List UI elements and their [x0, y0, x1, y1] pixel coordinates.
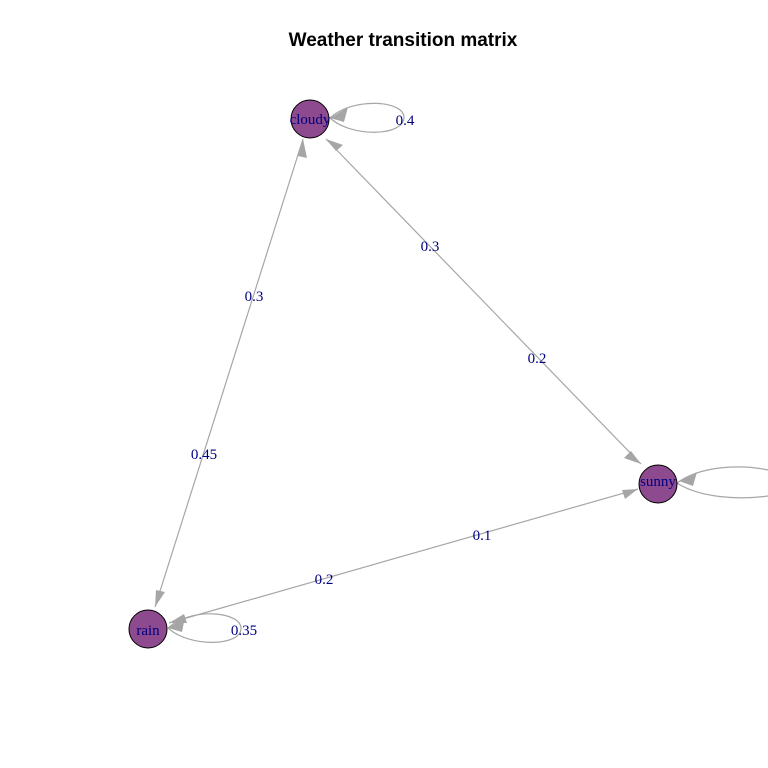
edge-label-sunny-rain: 0.1: [473, 528, 492, 544]
node-rain: rain: [128, 609, 168, 649]
arrowhead-to-sunny-from-rain: [622, 489, 638, 499]
edge-cloudy-cloudy: [329, 102, 405, 133]
arrowhead-sunny-loop: [679, 472, 697, 486]
edge-cloudy-sunny: [325, 138, 642, 465]
edge-cloudy-rain: [154, 138, 304, 608]
node-label-sunny: sunny: [640, 474, 676, 490]
arrowhead-cloudy-loop: [330, 107, 348, 122]
arrowhead-to-sunny-from-cloudy: [624, 451, 641, 464]
edge-label-cloudy-sunny: 0.3: [421, 239, 440, 255]
edge-label-rain-rain: 0.35: [231, 623, 257, 639]
arrowhead-to-rain-from-cloudy: [155, 590, 165, 607]
node-sunny: sunny: [638, 464, 678, 504]
edge-label-cloudy-cloudy: 0.4: [396, 113, 415, 129]
node-circle-sunny: [638, 464, 678, 504]
edge-label-sunny-cloudy: 0.2: [528, 351, 547, 367]
edge-label-rain-sunny: 0.2: [315, 572, 334, 588]
edge-label-rain-cloudy: 0.45: [191, 447, 217, 463]
arrowhead-to-cloudy-from-sunny: [326, 139, 343, 151]
diagram-title: Weather transition matrix: [289, 30, 518, 51]
node-circle-rain: [128, 609, 168, 649]
node-label-cloudy: cloudy: [290, 112, 331, 128]
node-label-rain: rain: [136, 623, 160, 639]
edge-sunny-sunny-bottom: [676, 482, 768, 499]
node-cloudy: cloudy: [290, 99, 331, 139]
edge-rain-rain: [167, 613, 242, 643]
edge-label-cloudy-rain: 0.3: [245, 289, 264, 305]
edge-rain-sunny: [168, 488, 639, 624]
arrowhead-to-cloudy-from-rain: [298, 139, 307, 158]
arrowhead-rain-loop: [168, 617, 185, 632]
node-circle-cloudy: [290, 99, 330, 139]
